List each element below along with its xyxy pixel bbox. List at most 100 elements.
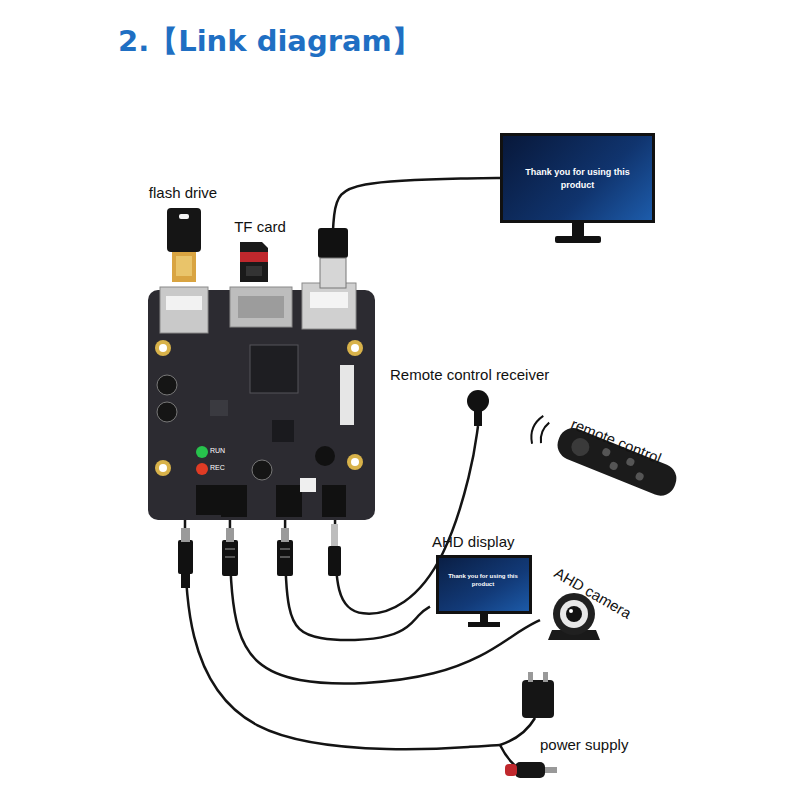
pcb-board — [300, 478, 316, 492]
hdmi-plug — [320, 258, 346, 288]
monitor-stand — [572, 223, 584, 237]
power-adapter-art — [522, 680, 554, 718]
device-label: flash drive — [128, 184, 238, 201]
pcb-board — [250, 345, 298, 393]
pcb-board — [157, 402, 177, 422]
barrel-plug — [225, 556, 235, 558]
pcb-board — [238, 296, 284, 318]
pcb-board — [196, 446, 208, 458]
power-supply: power supply — [500, 675, 660, 785]
barrel-plug — [178, 540, 193, 574]
screen-text: Thank you for using this product — [442, 572, 524, 588]
flash-drive-art — [179, 214, 189, 219]
audio-plug — [328, 546, 341, 576]
device-label: power supply — [540, 736, 628, 753]
pcb-board — [315, 446, 335, 466]
ahd-camera: AHD camera — [540, 560, 650, 650]
device-label: Remote control receiver — [390, 366, 549, 383]
ahd-display-art — [436, 555, 532, 614]
power-adapter-art — [543, 672, 548, 682]
flash-drive-art — [172, 252, 196, 282]
pcb-board — [310, 292, 348, 308]
hdmi-plug — [318, 228, 348, 288]
tf-card-art — [240, 252, 268, 262]
remote-control-art — [527, 413, 681, 500]
device-label: AHD camera — [551, 564, 634, 622]
pcb-board — [148, 283, 375, 520]
barrel-plug — [178, 528, 193, 588]
pcb-board — [347, 454, 363, 470]
device-label: TF card — [222, 218, 298, 235]
remote-control-art — [634, 471, 644, 481]
tf-card-art — [240, 242, 268, 282]
hdmi-monitor: Thank you for using this product — [500, 133, 655, 223]
diagram-title: 2.【Link diagram】 — [118, 22, 421, 62]
ahd-camera-art — [566, 606, 582, 622]
barrel-plug — [277, 540, 293, 576]
pcb-board — [159, 464, 167, 472]
remote-control: remote control — [545, 395, 695, 505]
monitor-stand — [555, 236, 601, 243]
screen-text: Thank you for using this product — [513, 166, 642, 191]
ahd-camera-art — [569, 609, 573, 613]
led-label: REC — [210, 464, 225, 472]
remote-control-art — [527, 414, 550, 447]
remote-control-art — [601, 447, 611, 457]
led-label: RUN — [210, 447, 225, 455]
pcb-board — [221, 485, 247, 517]
tf-card-art — [240, 242, 268, 282]
cable — [285, 520, 430, 640]
pcb-board — [351, 458, 359, 466]
monitor-stand — [555, 223, 601, 243]
audio-plug — [328, 524, 341, 576]
barrel-plug — [226, 528, 234, 542]
pcb-board — [155, 340, 171, 356]
pcb-board — [340, 365, 354, 425]
pcb-board — [276, 485, 302, 517]
remote-receiver: Remote control receiver — [388, 362, 593, 426]
cable — [332, 178, 500, 290]
power-adapter-art — [515, 762, 545, 778]
barrel-plug — [281, 528, 289, 542]
device-label: remote control — [569, 415, 664, 467]
pcb-board — [196, 463, 208, 475]
barrel-plug — [277, 528, 293, 576]
pcb-board — [155, 460, 171, 476]
ir-receiver — [467, 390, 489, 426]
barrel-plug — [181, 574, 190, 588]
pcb-board — [210, 400, 228, 416]
ahd-display-art — [436, 555, 532, 627]
power-adapter-art — [505, 764, 517, 776]
pcb-board — [166, 296, 202, 310]
remote-control-art — [625, 457, 635, 467]
pcb-board — [351, 344, 359, 352]
ir-receiver — [474, 410, 482, 426]
barrel-plug — [222, 528, 238, 576]
remote-control-art — [608, 461, 618, 471]
device-label: AHD display — [432, 533, 515, 550]
pcb-board — [322, 485, 346, 517]
pcb-board: REC RUN — [148, 290, 375, 520]
audio-plug — [331, 524, 338, 546]
barrel-plug — [222, 540, 238, 576]
pcb-board — [159, 344, 167, 352]
flash-drive-art — [176, 256, 192, 276]
power-adapter-art — [545, 767, 557, 773]
barrel-plug — [225, 548, 235, 550]
pcb-board — [196, 485, 224, 515]
hdmi-plug — [318, 228, 348, 258]
pcb-board — [252, 460, 272, 480]
ir-receiver — [467, 390, 489, 412]
barrel-plug — [280, 556, 290, 558]
pcb-board — [272, 420, 294, 442]
tf-card: TF card — [222, 216, 298, 284]
barrel-plug — [181, 528, 190, 542]
ahd-display: AHD displayThank you for using this prod… — [430, 530, 535, 627]
power-adapter-art — [528, 672, 533, 682]
power-adapter-art — [500, 672, 557, 778]
pcb-board — [160, 287, 208, 333]
ahd-camera-art — [560, 600, 588, 628]
